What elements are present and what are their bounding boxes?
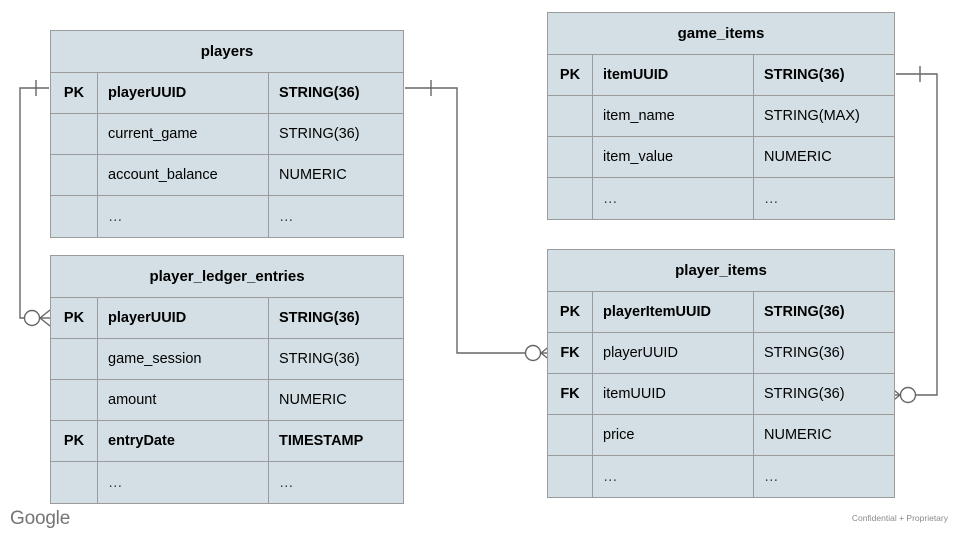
row-type: STRING(36) [764, 345, 845, 361]
row-name: playerUUID [98, 298, 269, 338]
table-row[interactable]: … … [548, 178, 894, 219]
connector-path [20, 88, 49, 318]
row-name: current_game [98, 114, 269, 154]
row-name: account_balance [98, 155, 269, 195]
row-name: amount [98, 380, 269, 420]
entity-players[interactable]: players PK playerUUID STRING(36) current… [50, 30, 404, 238]
row-key: FK [548, 333, 593, 373]
entity-title: player_items [548, 250, 894, 292]
row-name: itemUUID [593, 55, 754, 95]
table-row[interactable]: FK itemUUID STRING(36) [548, 374, 894, 415]
row-key: PK [548, 55, 593, 95]
row-key [51, 462, 98, 503]
row-type: STRING(36) [764, 67, 845, 83]
row-name: … [98, 196, 269, 237]
table-row[interactable]: game_session STRING(36) [51, 339, 403, 380]
table-row[interactable]: PK playerItemUUID STRING(36) [548, 292, 894, 333]
row-name: item_value [593, 137, 754, 177]
entity-title: game_items [548, 13, 894, 55]
row-name: … [98, 462, 269, 503]
row-key: PK [51, 73, 98, 113]
crowsfoot-upper [40, 310, 50, 318]
row-type: NUMERIC [279, 167, 347, 183]
row-type: … [279, 208, 294, 225]
entity-title: player_ledger_entries [51, 256, 403, 298]
entity-title: players [51, 31, 403, 73]
row-key [51, 196, 98, 237]
row-type: STRING(36) [279, 85, 360, 101]
row-key [548, 415, 593, 455]
row-key [548, 178, 593, 219]
entity-player-items[interactable]: player_items PK playerItemUUID STRING(36… [547, 249, 895, 498]
table-row[interactable]: … … [51, 196, 403, 237]
table-row[interactable]: price NUMERIC [548, 415, 894, 456]
row-name: itemUUID [593, 374, 754, 414]
row-type: NUMERIC [279, 392, 347, 408]
cardinality-zero-circle [901, 388, 916, 403]
row-type: TIMESTAMP [279, 433, 364, 449]
table-row[interactable]: PK playerUUID STRING(36) [51, 73, 403, 114]
table-row[interactable]: item_name STRING(MAX) [548, 96, 894, 137]
row-type: STRING(36) [764, 386, 845, 402]
row-type: STRING(36) [279, 351, 360, 367]
table-row[interactable]: current_game STRING(36) [51, 114, 403, 155]
row-name: playerItemUUID [593, 292, 754, 332]
row-type: … [764, 468, 779, 485]
row-type: … [279, 474, 294, 491]
relationship-players-to-player-items [405, 80, 551, 361]
row-name: playerUUID [98, 73, 269, 113]
cardinality-zero-circle [526, 346, 541, 361]
table-row[interactable]: account_balance NUMERIC [51, 155, 403, 196]
row-name: entryDate [98, 421, 269, 461]
relationship-game-items-to-player-items [890, 66, 937, 403]
row-type: STRING(MAX) [764, 108, 860, 124]
entity-game-items[interactable]: game_items PK itemUUID STRING(36) item_n… [547, 12, 895, 220]
row-name: item_name [593, 96, 754, 136]
row-name: … [593, 456, 754, 497]
row-key [51, 155, 98, 195]
row-key: PK [548, 292, 593, 332]
table-row[interactable]: PK playerUUID STRING(36) [51, 298, 403, 339]
row-name: game_session [98, 339, 269, 379]
row-type: NUMERIC [764, 149, 832, 165]
cardinality-zero-circle [25, 311, 40, 326]
row-key [548, 456, 593, 497]
google-logo: Google [10, 508, 71, 529]
table-row[interactable]: PK entryDate TIMESTAMP [51, 421, 403, 462]
connector-path [405, 88, 527, 353]
row-key [548, 137, 593, 177]
table-row[interactable]: amount NUMERIC [51, 380, 403, 421]
row-key [51, 114, 98, 154]
confidentiality-note: Confidential + Proprietary [851, 513, 948, 523]
row-type: STRING(36) [279, 310, 360, 326]
connector-path [896, 74, 937, 395]
table-row[interactable]: FK playerUUID STRING(36) [548, 333, 894, 374]
row-key: FK [548, 374, 593, 414]
row-key [548, 96, 593, 136]
row-key: PK [51, 421, 98, 461]
table-row[interactable]: item_value NUMERIC [548, 137, 894, 178]
row-type: STRING(36) [279, 126, 360, 142]
row-type: NUMERIC [764, 427, 832, 443]
row-name: price [593, 415, 754, 455]
table-row[interactable]: … … [51, 462, 403, 503]
table-row[interactable]: PK itemUUID STRING(36) [548, 55, 894, 96]
row-name: … [593, 178, 754, 219]
relationship-players-to-ledger [20, 80, 50, 326]
row-name: playerUUID [593, 333, 754, 373]
row-type: STRING(36) [764, 304, 845, 320]
table-row[interactable]: … … [548, 456, 894, 497]
row-key: PK [51, 298, 98, 338]
entity-player-ledger-entries[interactable]: player_ledger_entries PK playerUUID STRI… [50, 255, 404, 504]
row-type: … [764, 190, 779, 207]
row-key [51, 380, 98, 420]
crowsfoot-lower [40, 318, 50, 326]
row-key [51, 339, 98, 379]
